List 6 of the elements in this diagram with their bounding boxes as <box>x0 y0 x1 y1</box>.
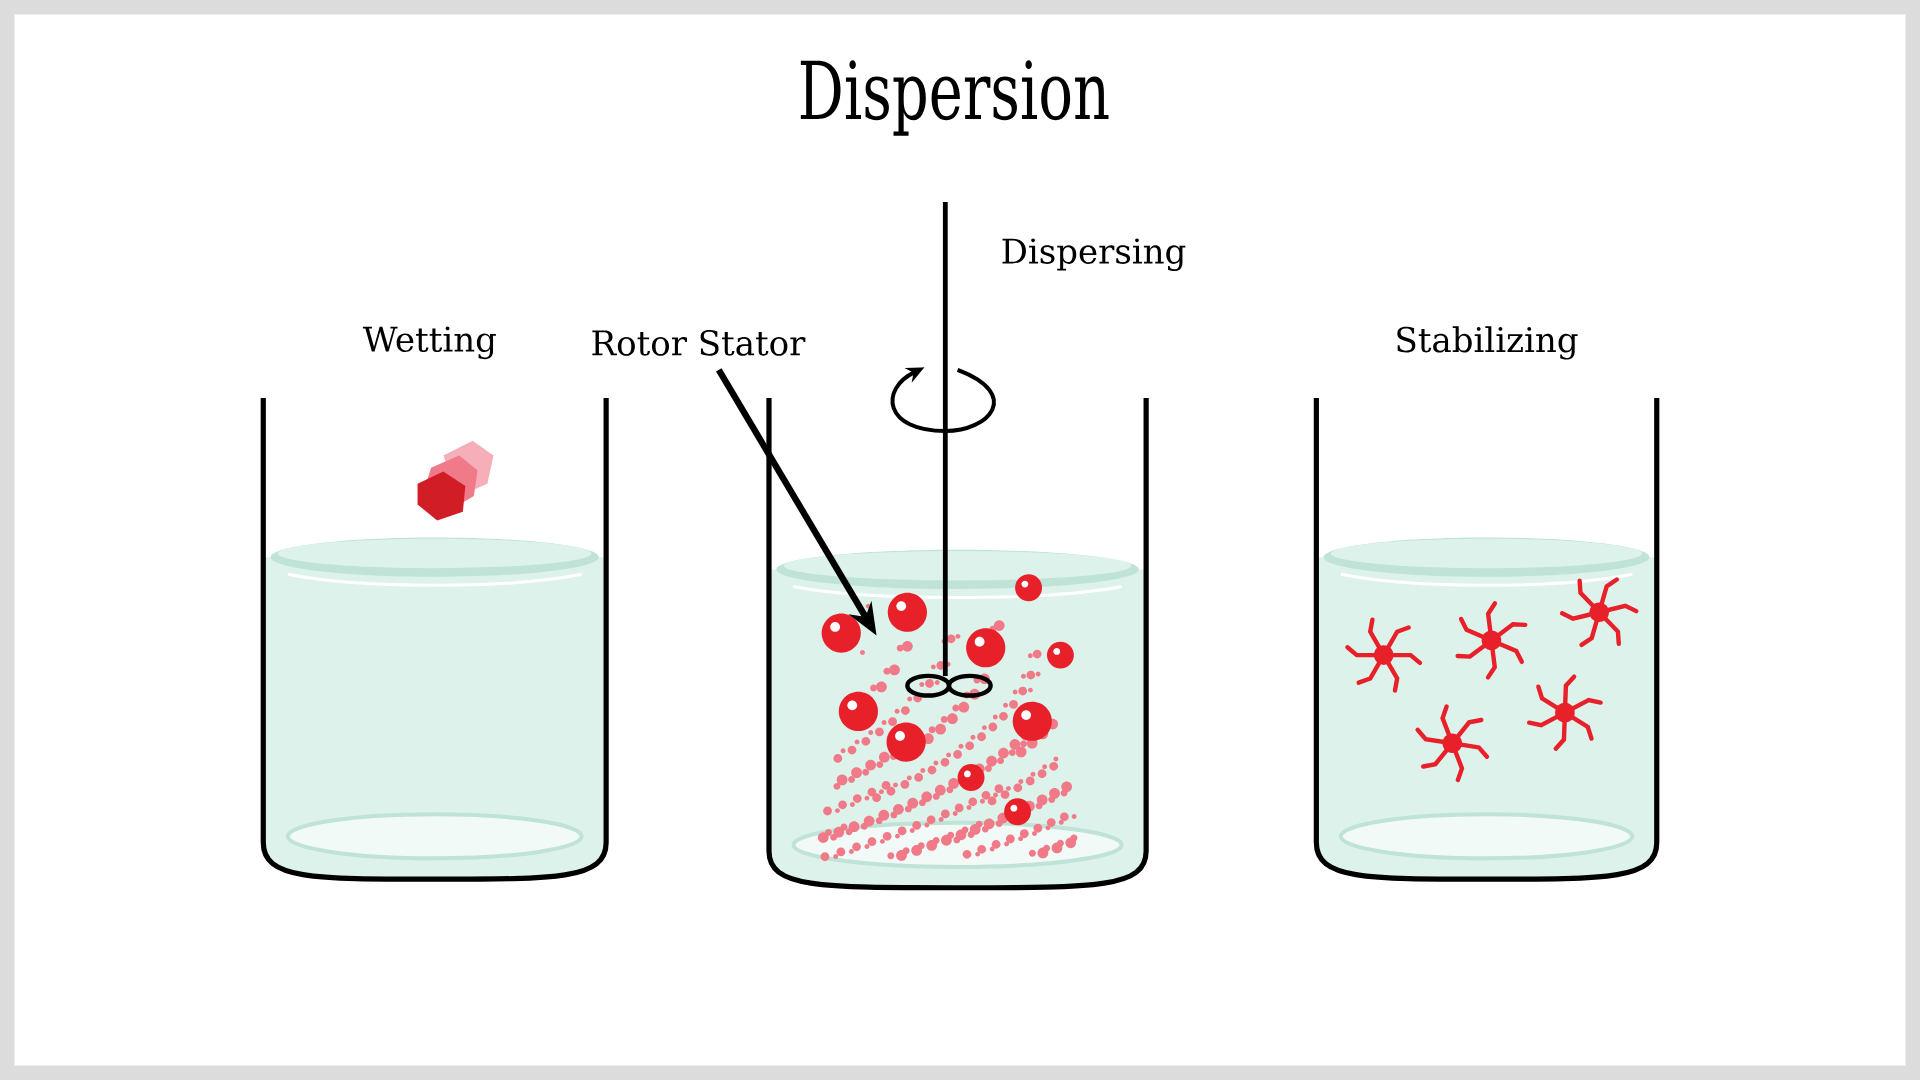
stage-label: Dispersing <box>1002 238 1186 271</box>
title: Dispersion <box>800 60 1109 136</box>
rotor-drawing <box>905 673 993 698</box>
stage-label: Wetting <box>362 326 496 360</box>
stage-label: Stabilizing <box>1397 326 1578 360</box>
callout-label: Rotor Stator <box>592 330 806 356</box>
